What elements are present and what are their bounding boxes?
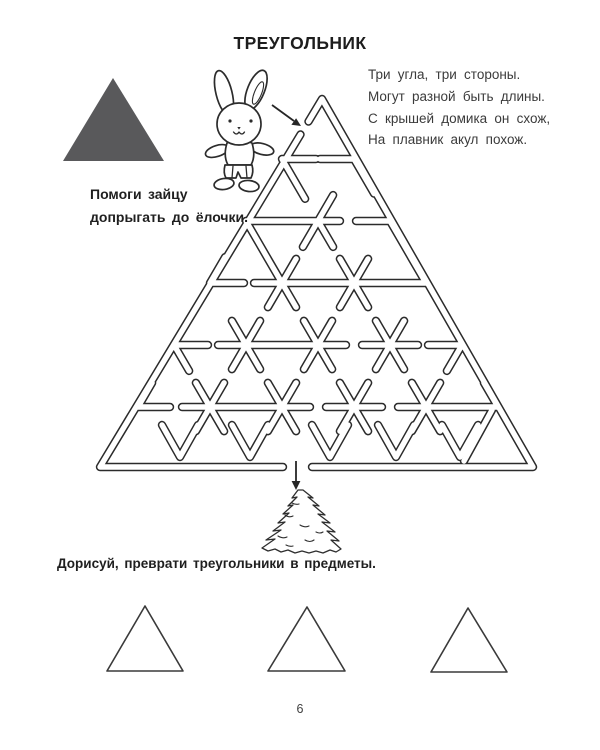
page-title: ТРЕУГОЛЬНИК	[233, 33, 367, 53]
triangle-maze	[95, 94, 538, 472]
poem-text: Три угла, три стороны. Могут разной быть…	[368, 64, 596, 151]
poem-line: Могут разной быть длины.	[368, 88, 545, 104]
bunny-illustration	[204, 69, 275, 193]
practice-triangles	[106, 605, 508, 673]
poem-line: Три угла, три стороны.	[368, 67, 521, 82]
filled-triangle-figure	[63, 78, 164, 161]
empty-triangle-2	[267, 606, 346, 672]
maze-task-instruction: Помоги зайцу допрыгать до ёлочки.	[90, 186, 249, 225]
empty-triangle-3	[430, 607, 508, 673]
drawing-task-instruction: Дорисуй, преврати треугольники в предмет…	[57, 556, 376, 571]
bunny-head	[216, 102, 262, 146]
maze-entrance-arrow-icon	[271, 104, 301, 126]
empty-triangle-1	[106, 605, 184, 672]
poem-line: На плавник акул похож.	[368, 132, 528, 148]
poem-line: С крышей домика он схож,	[368, 110, 551, 126]
maze-exit-arrow-icon	[291, 461, 301, 490]
christmas-tree-illustration	[261, 489, 342, 554]
page-number: 6	[296, 702, 304, 716]
